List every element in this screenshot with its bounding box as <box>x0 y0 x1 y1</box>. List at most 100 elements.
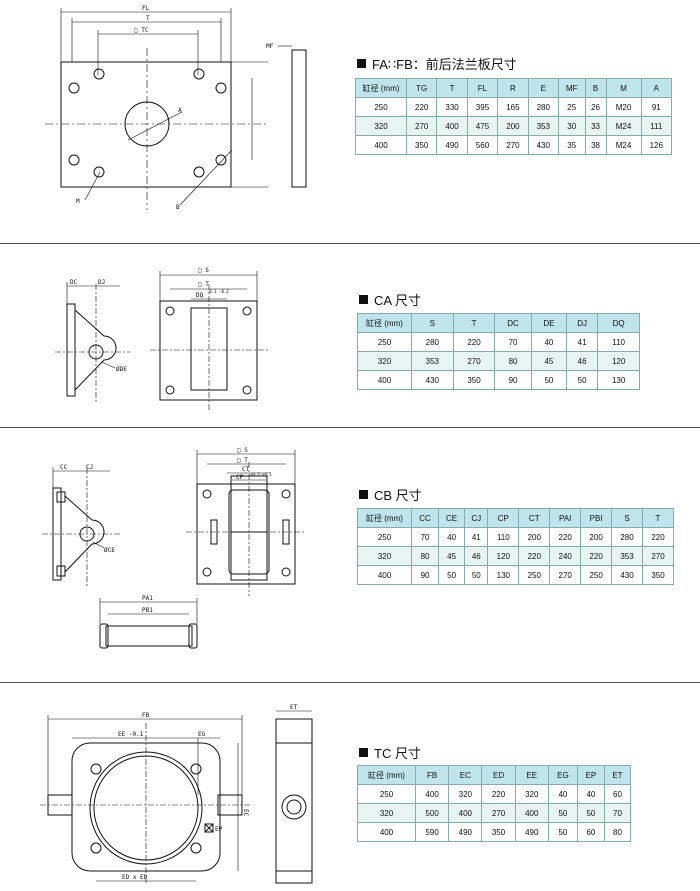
cb-t-label: □ T <box>237 457 248 464</box>
fa-tc-label: □ TC <box>134 27 149 34</box>
table-cell: 500 <box>414 803 450 823</box>
table-cell: 40 <box>576 784 605 804</box>
table-cell: 350 <box>452 370 496 390</box>
tc-header: EP <box>576 765 605 785</box>
table-cell: 70 <box>410 527 440 547</box>
table-cell: M20 <box>605 97 642 117</box>
fa-title-text: FA∷FB：前后法兰板尺寸 <box>372 57 517 72</box>
table-cell: 50 <box>438 565 466 585</box>
table-cell: 46 <box>464 546 489 566</box>
tc-header: EG <box>547 765 578 785</box>
table-cell: 320 <box>357 351 412 371</box>
tc-ep-label: EP <box>215 826 223 833</box>
ca-dj-label: DJ <box>98 279 105 286</box>
table-cell: 330 <box>436 97 468 117</box>
tc-drawing: FB EE -0.1 EG EC EP ED x ED ET <box>40 704 313 884</box>
cb-cp-label: CP <box>236 474 244 481</box>
ca-header: 缸径 (mm) <box>357 313 412 333</box>
cb-header: CP <box>487 508 520 528</box>
square-bullet-icon <box>359 295 368 304</box>
table-cell: 220 <box>641 527 675 547</box>
cb-header: CT <box>518 508 551 528</box>
table-cell: 590 <box>414 822 450 842</box>
cb-pai-label: PA1 <box>142 595 153 602</box>
table-cell: 80 <box>494 351 532 371</box>
cb-header: CC <box>410 508 440 528</box>
table-cell: 41 <box>464 527 489 547</box>
table-cell: 46 <box>565 351 599 371</box>
table-cell: 490 <box>436 135 468 155</box>
table-cell: 400 <box>357 565 412 585</box>
cb-ce-label: ØCE <box>104 547 115 554</box>
fa-section: FL T □ TC A MF M B FA∷FB：前后法兰板尺寸 缸径 (mm)… <box>0 0 700 243</box>
fa-fl-label: FL <box>142 5 150 12</box>
table-cell: 320 <box>514 784 549 804</box>
table-cell: 80 <box>603 822 632 842</box>
table-cell: 120 <box>487 546 520 566</box>
table-cell: M24 <box>605 135 642 155</box>
table-cell: 320 <box>355 116 407 136</box>
table-cell: 110 <box>487 527 520 547</box>
table-cell: 90 <box>494 370 532 390</box>
table-cell: 40 <box>547 784 578 804</box>
tc-header: EC <box>448 765 483 785</box>
table-cell: 400 <box>355 135 407 155</box>
table-cell: 220 <box>549 527 582 547</box>
table-cell: 50 <box>464 565 489 585</box>
table-cell: 41 <box>565 332 599 352</box>
table-cell: 250 <box>357 527 412 547</box>
section-divider <box>0 427 700 428</box>
cb-ct-label: CT <box>242 466 250 473</box>
tc-title: TC 尺寸 <box>359 743 421 762</box>
table-cell: 270 <box>549 565 582 585</box>
table-cell: 560 <box>466 135 499 155</box>
table-cell: 280 <box>411 332 454 352</box>
table-cell: 270 <box>641 546 675 566</box>
table-cell: 50 <box>576 803 605 823</box>
cb-header: 缸径 (mm) <box>357 508 412 528</box>
ca-header: DQ <box>597 313 640 333</box>
fa-mf-label: MF <box>266 43 274 50</box>
fa-a-label: A <box>178 107 182 114</box>
table-cell: 430 <box>527 135 559 155</box>
table-cell: 40 <box>438 527 466 547</box>
table-cell: 430 <box>611 565 643 585</box>
ca-title-text: CA 尺寸 <box>374 293 421 308</box>
ca-s-label: □ S <box>198 267 209 274</box>
square-bullet-icon <box>357 59 366 68</box>
fa-m-label: M <box>76 198 80 205</box>
tc-header: EE <box>514 765 549 785</box>
table-cell: 320 <box>448 784 483 804</box>
table-cell: 400 <box>448 803 483 823</box>
ca-dq-tol-label: -0.1 -0.3 <box>207 289 229 294</box>
table-cell: 353 <box>611 546 643 566</box>
table-cell: 320 <box>357 546 412 566</box>
table-cell: 240 <box>549 546 582 566</box>
fa-title: FA∷FB：前后法兰板尺寸 <box>357 54 517 73</box>
section-divider <box>0 682 700 683</box>
cb-section: CC CJ □ S □ T CT CP +0.3 +0.1 ØCE PA1 PB… <box>0 428 700 682</box>
table-cell: 50 <box>547 822 578 842</box>
section-divider <box>0 243 700 244</box>
table-cell: 270 <box>497 135 529 155</box>
table-cell: 400 <box>414 784 450 804</box>
table-cell: 400 <box>357 370 412 390</box>
fa-t-label: T <box>146 15 150 22</box>
table-cell: 50 <box>547 803 578 823</box>
table-cell: 90 <box>410 565 440 585</box>
tc-section: FB EE -0.1 EG EC EP ED x ED ET TC 尺寸 缸径 … <box>0 683 700 891</box>
table-cell: 130 <box>597 370 640 390</box>
table-cell: 353 <box>411 351 454 371</box>
table-cell: 45 <box>438 546 466 566</box>
table-cell: 33 <box>584 116 607 136</box>
cb-drawing: CC CJ □ S □ T CT CP +0.3 +0.1 ØCE PA1 PB… <box>42 447 305 649</box>
